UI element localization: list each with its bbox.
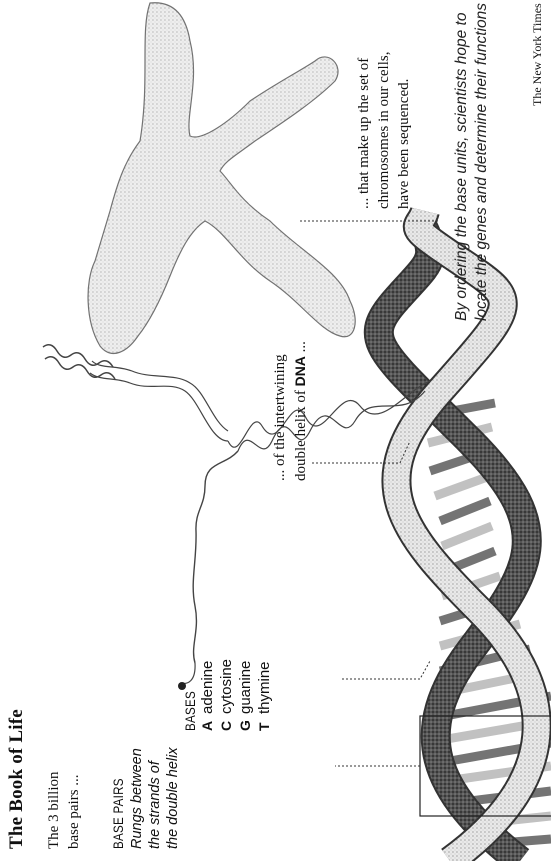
- chromosome-caption-line-2: chromosomes in our cells,: [374, 52, 394, 209]
- base-pairs-heading: BASE PAIRS: [111, 762, 126, 849]
- base-pairs-label: BASE PAIRS Rungs between the strands of …: [111, 747, 182, 849]
- dna-caption: ... of the intertwining double helix of …: [270, 341, 311, 481]
- closing-caption: By ordering the base units, scientists h…: [452, 3, 492, 321]
- rung: [435, 476, 490, 496]
- chromosome-drawing: [88, 3, 355, 354]
- closing-line-2: locate the genes and determine their fun…: [472, 3, 492, 321]
- chromosome-caption: ... that make up the set of chromosomes …: [354, 52, 414, 209]
- dna-caption-line-2: double helix of DNA ...: [290, 341, 311, 481]
- dna-caption-line-1: ... of the intertwining: [270, 341, 290, 481]
- base-pairs-description: Rungs between the strands of the double …: [128, 747, 182, 849]
- coiled-strand-drawing: [43, 345, 430, 684]
- closing-line-1: By ordering the base units, scientists h…: [452, 3, 472, 321]
- bases-heading: BASES: [183, 669, 198, 731]
- rung: [442, 526, 492, 546]
- chromosome-caption-line-1: ... that make up the set of: [354, 52, 374, 209]
- chromosome-caption-line-3: have been sequenced.: [394, 52, 414, 209]
- credit-line: The New York Times: [530, 3, 545, 106]
- intro-text: The 3 billion base pairs ...: [44, 772, 84, 850]
- intro-line-1: The 3 billion: [44, 772, 64, 850]
- intro-line-2: base pairs ...: [64, 772, 84, 850]
- leader-thymine: [342, 661, 430, 679]
- graphic-title: The Book of Life: [6, 709, 28, 849]
- rung: [440, 501, 490, 521]
